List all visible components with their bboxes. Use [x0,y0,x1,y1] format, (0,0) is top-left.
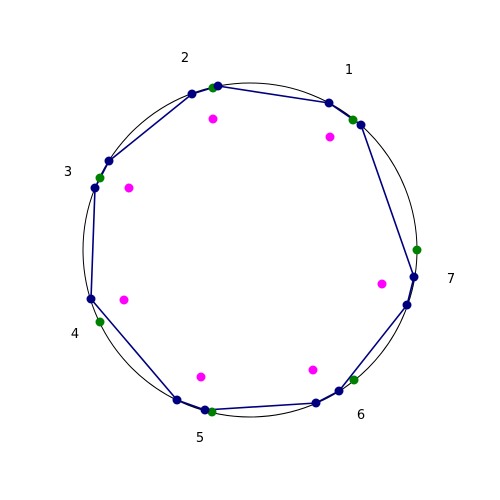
vertex-label-5: 5 [196,431,204,446]
navy-point-7 [311,398,321,408]
green-points-layer [95,83,422,417]
navy-point-5 [402,300,412,310]
polygon-outline [90,85,415,411]
vertex-labels-layer: 1 2 3 4 5 6 7 [64,51,455,446]
green-point-5 [207,407,217,417]
navy-point-12 [104,156,114,166]
green-point-6 [95,317,105,327]
polygon-outline-layer [90,85,415,411]
magenta-point-3 [124,183,134,193]
navy-point-4 [409,272,419,282]
magenta-point-1 [325,132,335,142]
navy-point-10 [86,294,96,304]
vertex-label-7: 7 [447,272,455,287]
magenta-point-5 [196,372,206,382]
green-point-2 [348,115,358,125]
navy-point-1 [213,81,223,91]
navy-point-6 [334,386,344,396]
vertex-label-4: 4 [71,327,79,342]
magenta-points-layer [119,114,387,382]
green-point-4 [349,375,359,385]
navy-point-9 [172,395,182,405]
magenta-point-7 [377,279,387,289]
vertex-label-3: 3 [64,165,72,180]
green-point-7 [95,173,105,183]
reference-circle [82,82,418,418]
magenta-point-2 [208,114,218,124]
navy-point-11 [90,183,100,193]
navy-point-2 [324,98,334,108]
navy-point-8 [200,405,210,415]
reference-circle-layer [82,82,418,418]
navy-point-13 [187,89,197,99]
vertex-label-6: 6 [357,408,365,423]
magenta-point-6 [308,365,318,375]
navy-points-layer [86,81,419,415]
vertex-label-1: 1 [345,63,353,78]
navy-point-3 [356,120,366,130]
vertex-label-2: 2 [181,51,189,66]
magenta-point-4 [119,295,129,305]
green-point-3 [412,245,422,255]
